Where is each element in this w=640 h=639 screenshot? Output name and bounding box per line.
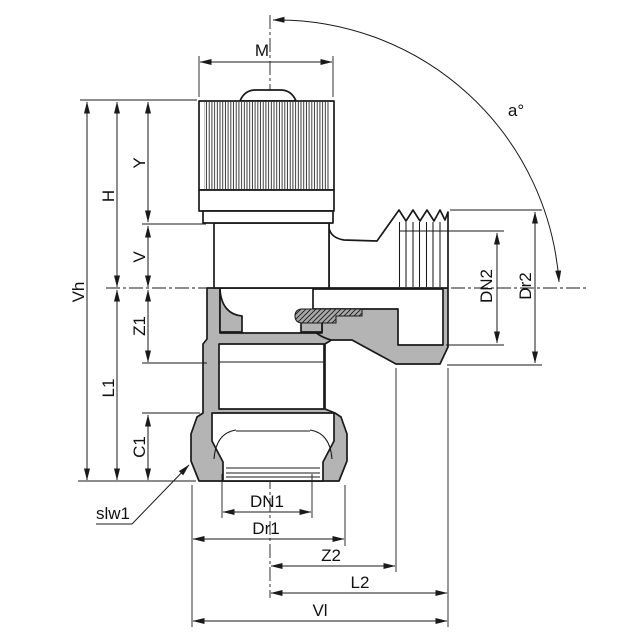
dim-label-m: M [255,41,269,60]
stem-housing [213,222,330,289]
valve-part [190,89,449,482]
gland-left [219,288,243,333]
dim-label-v: V [130,251,149,263]
dimension-lines [84,16,562,624]
leader-label-slw1: slw1 [96,504,130,523]
dim-label-dn1: DN1 [250,492,284,511]
dimension-angle-arc [272,16,562,283]
thread-runout-right [309,429,333,460]
dim-label-l2: L2 [351,573,370,592]
handwheel-base-band [198,189,335,212]
dim-label-vh: Vh [69,282,88,303]
handwheel [198,89,335,224]
handwheel-step [202,210,334,224]
handwheel-dome [239,89,297,102]
seat-seal [294,308,363,324]
dim-label-dr1: Dr1 [252,519,279,538]
union-nut-cavity [211,412,335,482]
dim-label-l1: L1 [99,379,118,398]
handwheel-knurl-texture [204,102,329,189]
dim-label-dr2: Dr2 [516,272,535,299]
dim-label-h: H [99,190,118,202]
outlet-thread-profile [328,209,449,289]
dimension-labels: M a° Vh H Y V Z1 L1 C1 slw1 DN1 Dr1 Z2 L… [69,41,535,620]
angle-label-a: a° [508,101,524,120]
thread-runout-left [213,429,237,460]
dim-label-y: Y [130,157,149,168]
dim-label-dn2: DN2 [477,269,496,303]
dim-label-z2: Z2 [321,546,341,565]
dim-label-z1: Z1 [130,316,149,336]
leader-slw1 [96,464,190,525]
middle-bore [218,343,325,410]
dim-label-vl: Vl [312,601,327,620]
dim-label-c1: C1 [130,436,149,458]
